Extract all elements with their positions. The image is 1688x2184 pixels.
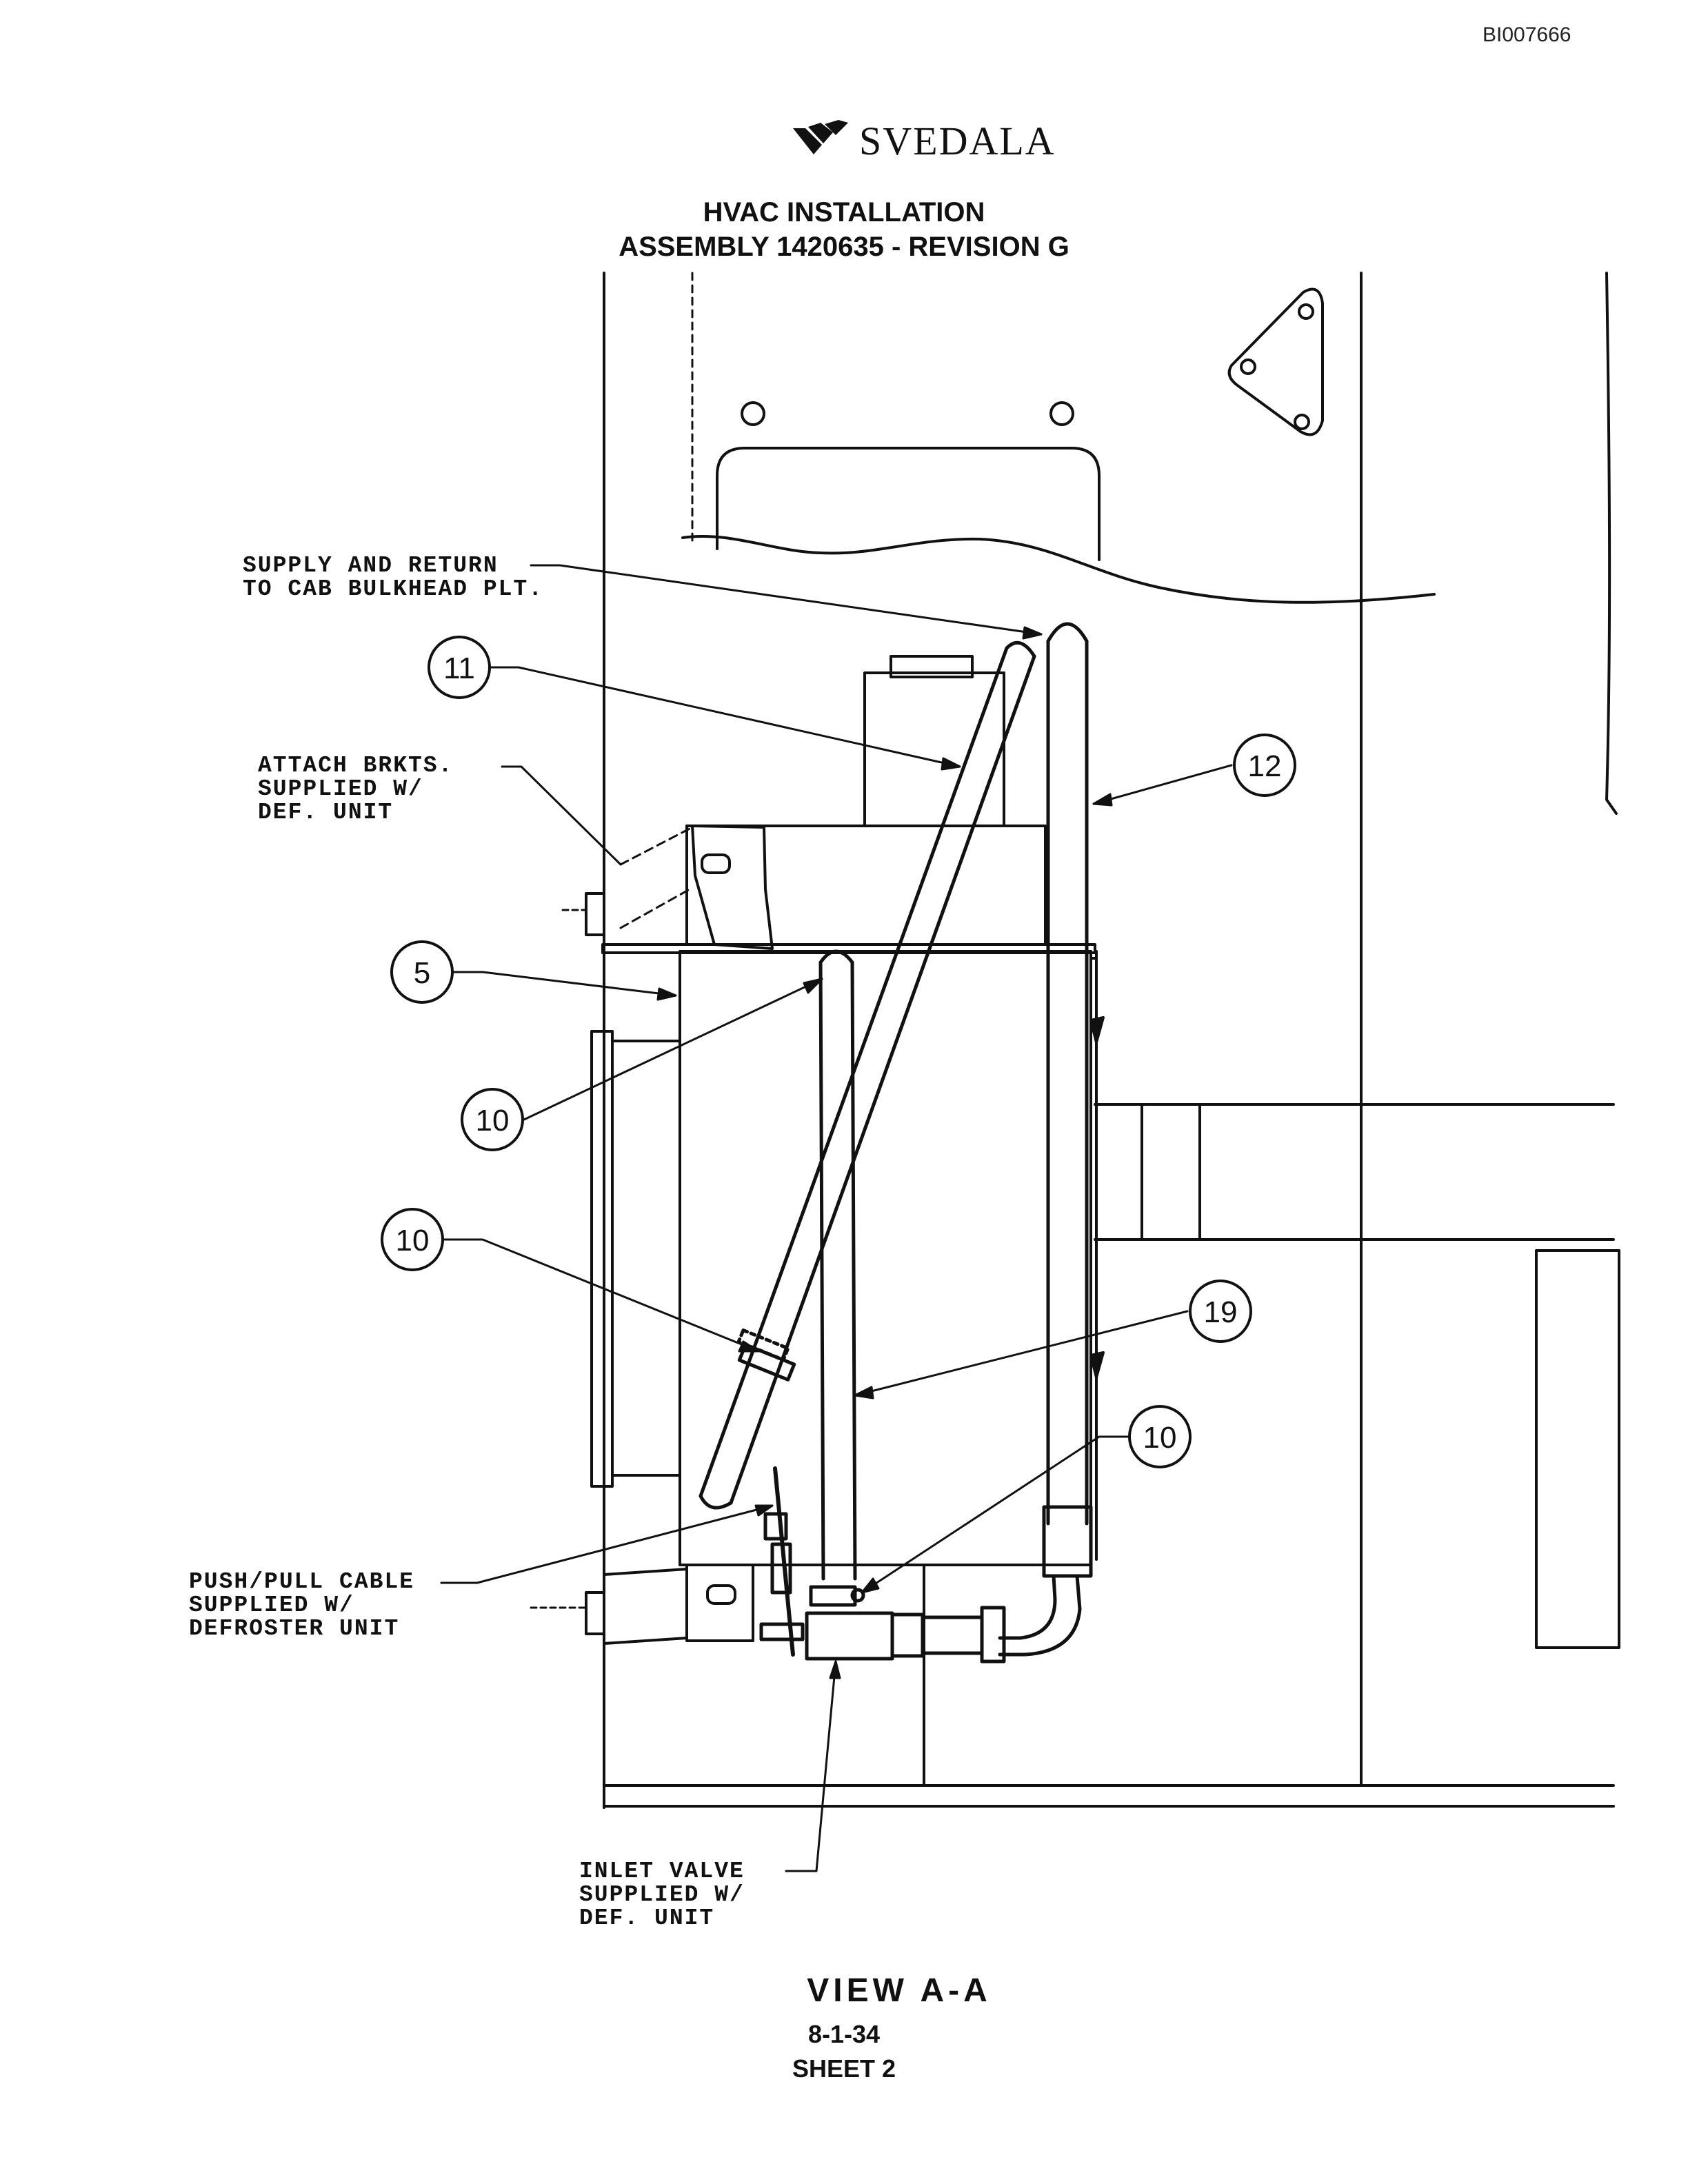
drawing-title: HVAC INSTALLATION bbox=[703, 197, 985, 228]
document-id: BI007666 bbox=[1483, 23, 1571, 46]
balloon-10-lower bbox=[1128, 1405, 1192, 1468]
company-logo: SVEDALA bbox=[793, 116, 1056, 165]
callout-inlet-valve: INLET VALVE SUPPLIED W/ DEF. UNIT bbox=[579, 1859, 745, 1931]
item-number-label: 10 bbox=[476, 1104, 510, 1138]
cab-bulkhead-plate bbox=[681, 287, 1436, 604]
logo-wordmark: SVEDALA bbox=[859, 118, 1056, 163]
balloon-10-middle bbox=[381, 1208, 444, 1271]
hoses bbox=[699, 622, 1093, 1664]
attach-brackets bbox=[530, 825, 774, 1645]
item-number-label: 5 bbox=[414, 956, 430, 990]
drawing-subtitle: ASSEMBLY 1420635 - REVISION G bbox=[619, 232, 1069, 262]
frame-structure bbox=[603, 272, 1620, 1809]
item-number-label: 12 bbox=[1248, 749, 1282, 783]
view-title: VIEW A-A bbox=[807, 1972, 992, 2009]
callout-attach-brackets: ATTACH BRKTS. SUPPLIED W/ DEF. UNIT bbox=[258, 753, 454, 825]
item-number-label: 11 bbox=[443, 651, 475, 685]
defroster-unit bbox=[590, 655, 1105, 1566]
callout-push-pull-cable: PUSH/PULL CABLE SUPPLIED W/ DEFROSTER UN… bbox=[189, 1569, 415, 1641]
balloon-10-upper bbox=[461, 1088, 524, 1151]
balloon-5 bbox=[390, 940, 454, 1004]
sheet-number: SHEET 2 bbox=[792, 2054, 896, 2083]
item-number-label: 10 bbox=[1143, 1421, 1177, 1455]
balloon-labels: 11 12 5 10 10 19 10 bbox=[396, 651, 1282, 1455]
item-number-label: 19 bbox=[1204, 1295, 1238, 1329]
drawing-number: 8-1-34 bbox=[807, 2020, 881, 2048]
callout-supply-return: SUPPLY AND RETURN TO CAB BULKHEAD PLT. bbox=[243, 553, 544, 602]
item-number-label: 10 bbox=[396, 1224, 430, 1257]
balloon-11 bbox=[428, 636, 491, 699]
balloon-19 bbox=[1189, 1280, 1252, 1343]
item-balloons bbox=[381, 636, 1296, 1468]
balloon-12 bbox=[1233, 734, 1296, 797]
svedala-wing-logo-icon bbox=[793, 120, 848, 154]
leader-lines bbox=[440, 564, 1233, 1872]
